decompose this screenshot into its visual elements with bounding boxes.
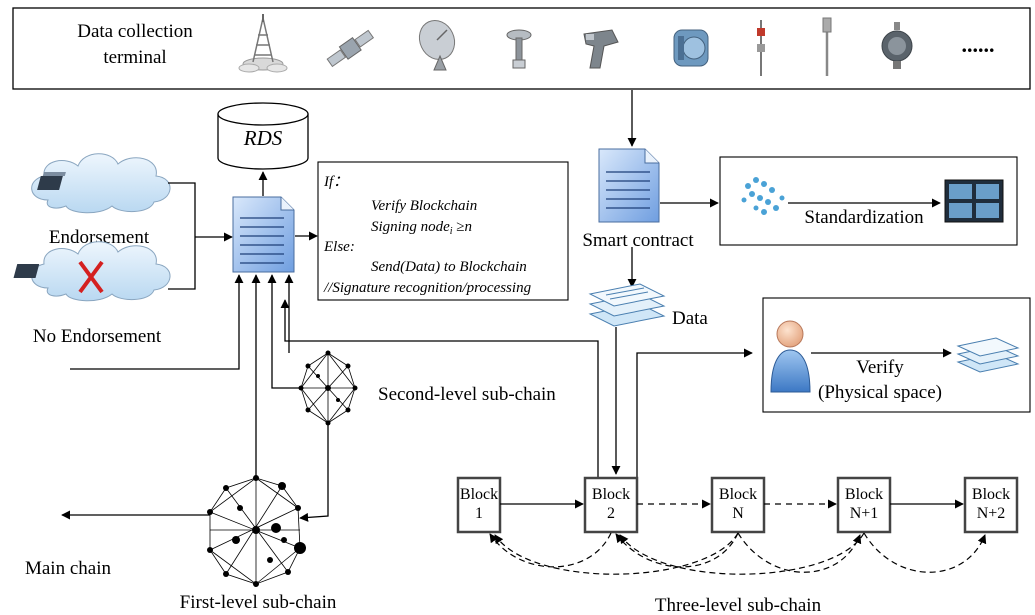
- condition-send: Send(Data) to Blockchain: [371, 259, 527, 275]
- block-n-plus-1: Block N+1: [836, 476, 892, 534]
- signing-cmp: ≥n: [453, 219, 472, 235]
- standardization-box: Standardization: [719, 156, 1018, 246]
- block-n-plus-2-number: N+2: [977, 505, 1006, 522]
- data-stack-icon: [588, 283, 666, 327]
- standardization-label: Standardization: [804, 207, 924, 228]
- signing-sub: i: [450, 226, 453, 237]
- condition-if: If：: [323, 174, 348, 190]
- endorsement-document: [232, 196, 295, 273]
- person-icon: [770, 320, 811, 393]
- condition-comment: //Signature recognition/processing: [323, 280, 532, 296]
- block-1-label: Block: [460, 486, 498, 503]
- data-label: Data: [672, 308, 708, 329]
- no-endorsement-cloud: No Endorsement: [13, 241, 171, 347]
- verify-box: Verify (Physical space): [762, 297, 1031, 413]
- second-level-network-icon: [298, 350, 358, 426]
- dish-antenna-icon: [418, 20, 456, 71]
- flow-meter-icon: [673, 29, 709, 67]
- condition-signing: Signing nodei ≥n: [371, 219, 472, 237]
- first-level-label: First-level sub-chain: [180, 592, 337, 613]
- satellite-icon: [326, 29, 375, 68]
- block-2: Block 2: [583, 476, 639, 534]
- verify-label-line1: Verify: [856, 357, 904, 378]
- second-level-label: Second-level sub-chain: [378, 384, 556, 405]
- probe-sensor-icon: [757, 20, 765, 76]
- three-level-label: Three-level sub-chain: [655, 595, 822, 615]
- gps-receiver-icon: [506, 29, 532, 69]
- block2-to-verify-arrow: [636, 348, 753, 477]
- main-chain-label: Main chain: [25, 558, 112, 579]
- endorsement-label: Endorsement: [49, 227, 150, 248]
- block-n-plus-1-number: N+1: [850, 505, 879, 522]
- block-1-number: 1: [475, 505, 483, 522]
- block-chain-row: Block 1 Block 2 Block N Block N+1 Block …: [456, 476, 1019, 575]
- terminal-label-line2: terminal: [103, 47, 166, 68]
- signing-text: Signing node: [371, 219, 450, 235]
- block-2-label: Block: [592, 486, 630, 503]
- verify-label-line2: (Physical space): [818, 382, 942, 403]
- condition-else: Else:: [323, 239, 355, 255]
- structured-data-icon: [944, 179, 1004, 223]
- block-n-plus-2: Block N+2: [963, 476, 1019, 534]
- verified-data-stack-icon: [956, 337, 1020, 373]
- block-n-label: Block: [719, 486, 757, 503]
- terminal-label-line1: Data collection: [77, 21, 193, 42]
- no-endorsement-label: No Endorsement: [33, 326, 162, 347]
- data-collection-terminal: Data collection terminal: [12, 7, 1031, 90]
- block-1: Block 1: [456, 476, 502, 534]
- sub-chain-connectors: [70, 274, 599, 522]
- gauge-icon: [881, 22, 913, 69]
- condition-verify: Verify Blockchain: [371, 198, 477, 214]
- smart-contract-label: Smart contract: [582, 230, 694, 251]
- rds-database: RDS: [217, 102, 309, 170]
- barcode-scanner-icon: [583, 29, 619, 69]
- rds-label: RDS: [243, 126, 283, 150]
- condition-box: If： Verify Blockchain Signing nodei ≥n E…: [317, 161, 569, 301]
- block-n: Block N: [710, 476, 766, 534]
- raw-data-cloud-icon: [741, 177, 785, 215]
- block-n-plus-2-label: Block: [972, 486, 1010, 503]
- cloud-connectors: [168, 182, 233, 290]
- probe-rod-icon: [822, 17, 832, 76]
- endorsement-cloud: Endorsement: [31, 153, 171, 248]
- tower-icon: [238, 14, 288, 73]
- back-reference-arcs: [489, 532, 987, 575]
- smart-contract-document: Smart contract: [582, 148, 694, 251]
- block-n-plus-1-label: Block: [845, 486, 883, 503]
- block-n-number: N: [732, 505, 744, 522]
- block-2-number: 2: [607, 505, 615, 522]
- terminal-ellipsis: ......: [962, 32, 995, 57]
- first-level-network-icon: [207, 475, 306, 587]
